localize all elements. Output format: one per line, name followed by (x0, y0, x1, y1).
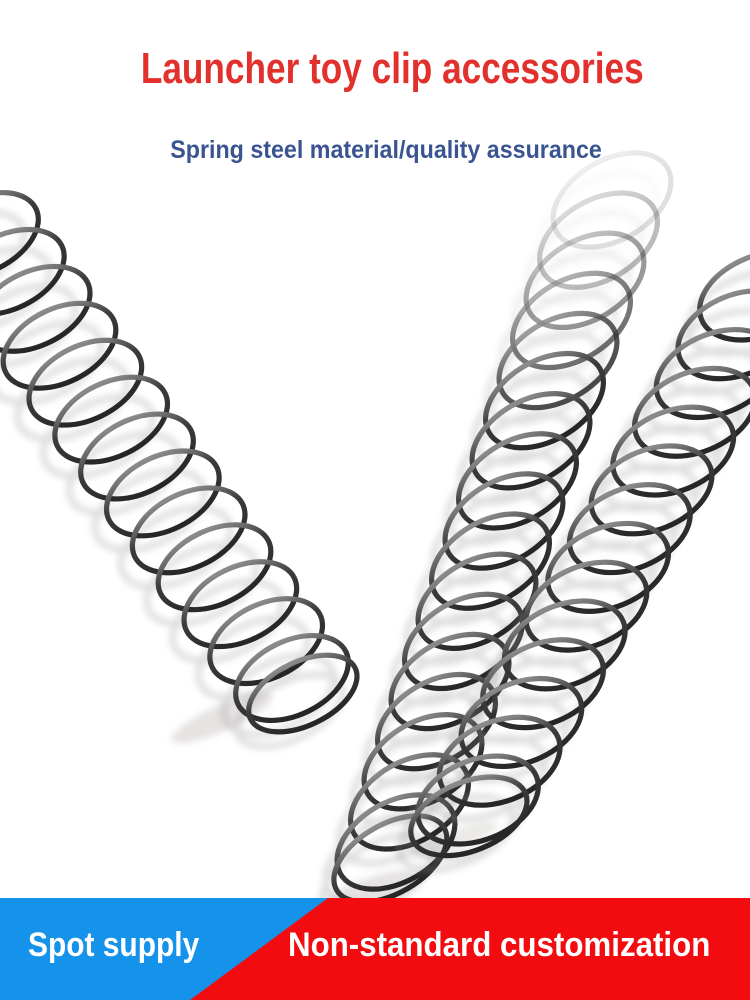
middle-spring (331, 150, 674, 905)
banner-left-label-text: Spot supply (28, 926, 200, 964)
right-spring (408, 249, 750, 859)
bottom-banner: Spot supply Non-standard customization (0, 898, 750, 1000)
banner-left-label: Spot supply (28, 928, 223, 962)
page-title: Launcher toy clip accessories (0, 47, 750, 91)
banner-right-label: Non-standard customization (288, 928, 747, 962)
page-subtitle-text: Spring steel material/quality assurance (170, 136, 602, 164)
banner-right-label-text: Non-standard customization (288, 926, 711, 964)
left-spring-shadow (0, 209, 346, 750)
middle-spring-shadow (319, 169, 660, 920)
page-title-text: Launcher toy clip accessories (140, 44, 644, 93)
left-spring (0, 190, 360, 735)
page-subtitle: Spring steel material/quality assurance (0, 138, 750, 163)
